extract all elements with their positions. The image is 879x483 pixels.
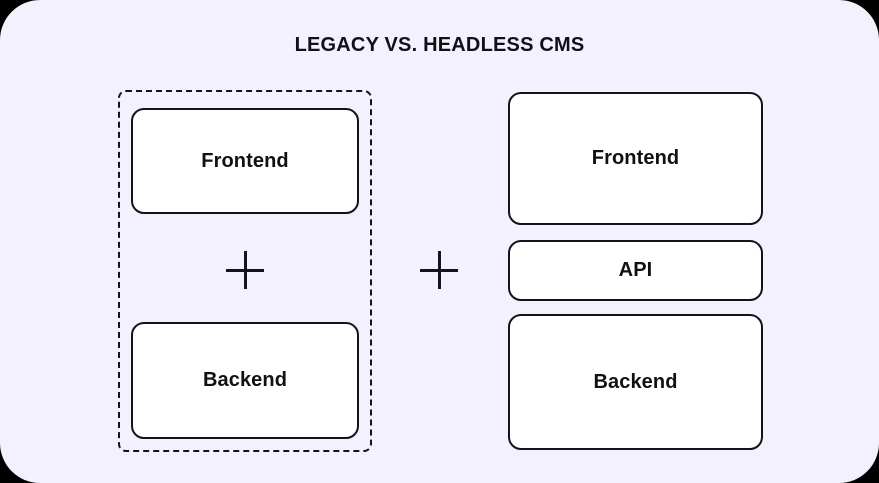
- headless-api-label: API: [618, 259, 653, 281]
- legacy-backend-box: Backend: [131, 322, 359, 439]
- headless-api-box: API: [508, 240, 763, 301]
- plus-icon-between-columns: [420, 251, 458, 289]
- headless-frontend-label: Frontend: [591, 147, 680, 169]
- page-title: LEGACY VS. HEADLESS CMS: [294, 34, 585, 56]
- headless-backend-box: Backend: [508, 314, 763, 450]
- headless-backend-label: Backend: [593, 370, 678, 393]
- legacy-cms-group: [118, 90, 372, 452]
- legacy-frontend-box: Frontend: [131, 108, 359, 214]
- plus-icon-legacy: [226, 251, 264, 289]
- headless-frontend-box: Frontend: [508, 92, 763, 225]
- legacy-frontend-label: Frontend: [201, 149, 289, 172]
- legacy-backend-label: Backend: [202, 369, 288, 391]
